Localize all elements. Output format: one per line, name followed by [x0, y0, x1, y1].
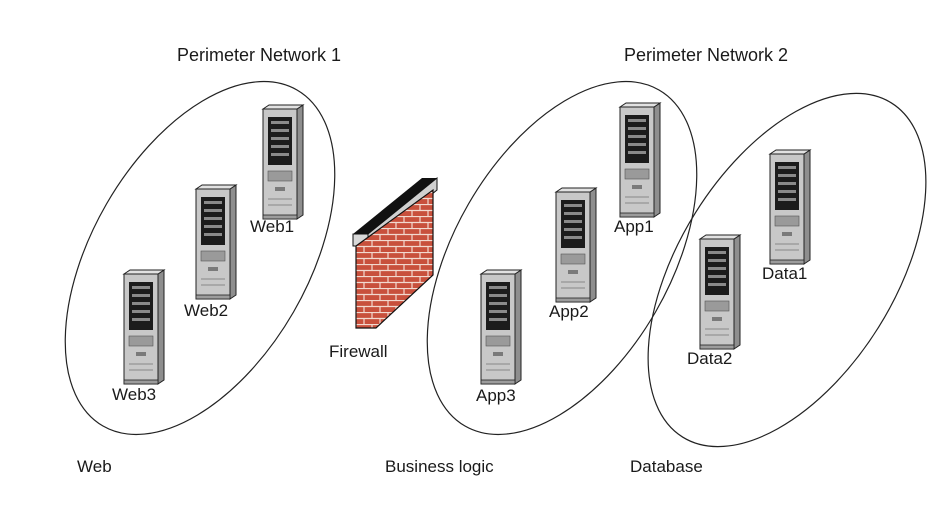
- app1-server-icon: [619, 102, 661, 218]
- data2-server-icon: [699, 234, 741, 350]
- web-zone-ellipse: [64, 80, 336, 436]
- app2-server-icon: [555, 187, 597, 303]
- data1-server-icon: [769, 149, 811, 265]
- firewall-icon: [352, 176, 438, 329]
- web1-server-icon: [262, 104, 304, 220]
- web2-server-icon: [195, 184, 237, 300]
- web3-server-icon: [123, 269, 165, 385]
- database-zone-ellipse: [647, 92, 927, 448]
- business-zone-ellipse: [426, 80, 698, 436]
- app3-server-icon: [480, 269, 522, 385]
